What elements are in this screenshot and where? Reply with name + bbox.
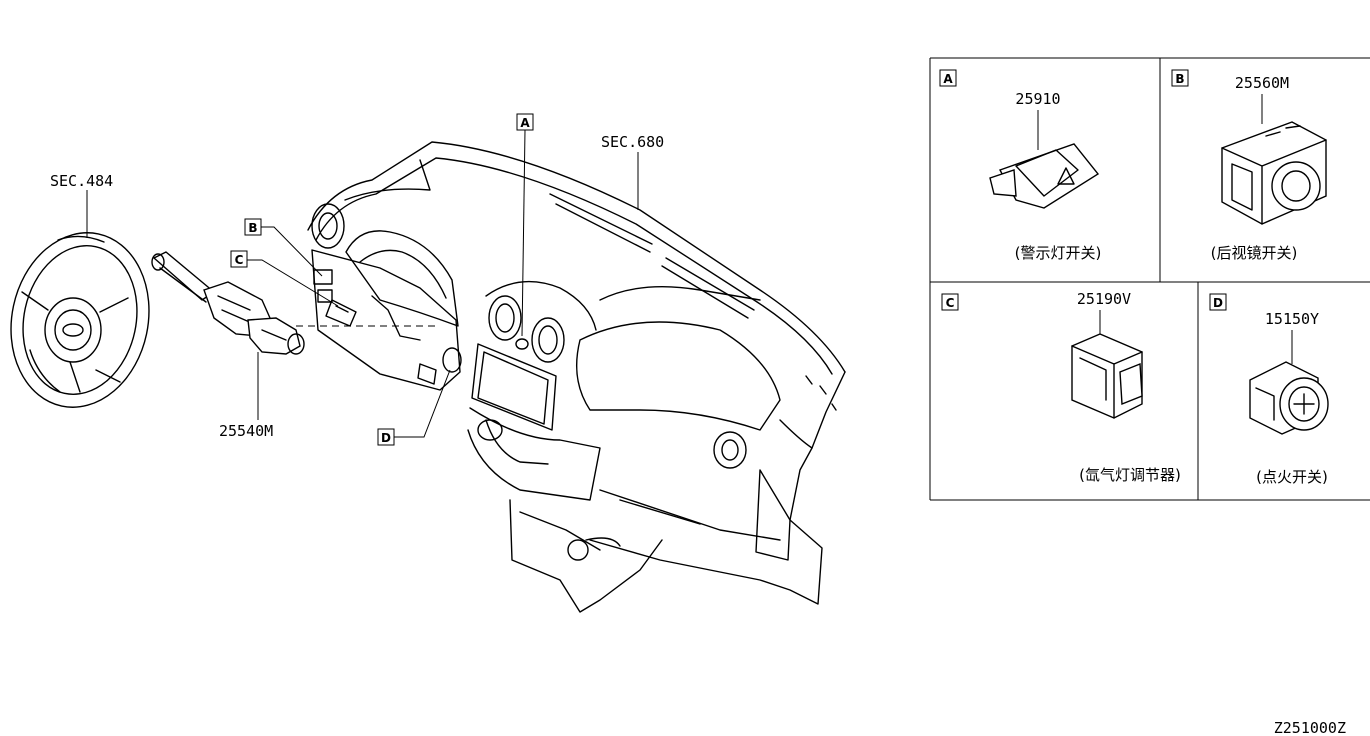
leader-callout-c [247, 259, 339, 307]
panel-b-caption: (后视镜开关) [1211, 244, 1298, 262]
mirror-switch-drawing [1221, 121, 1327, 225]
combination-switch-part-number: 25540M [219, 422, 273, 440]
hazard-switch-drawing [989, 143, 1100, 209]
leader-callout-a [521, 129, 526, 337]
dashboard-drawing [307, 141, 846, 613]
combination-switch-drawing [151, 251, 305, 355]
panel-d-letter: D [1213, 296, 1223, 310]
panel-c-part-number: 25190V [1077, 290, 1131, 308]
panel-b-letter: B [1175, 72, 1184, 86]
panel-c-letter: C [946, 296, 955, 310]
panel-a: A 25910 (警示灯开关) [939, 69, 1102, 262]
panel-d-caption: (点火开关) [1256, 468, 1328, 486]
panel-a-part-number: 25910 [1015, 90, 1060, 108]
panel-d: D 15150Y (点火开关) [1209, 293, 1329, 486]
panel-a-caption: (警示灯开关) [1015, 244, 1102, 262]
panel-c: C 25190V (氙气灯调节器) [941, 290, 1181, 484]
callout-c-box [230, 250, 248, 268]
panel-b: B 25560M (后视镜开关) [1171, 69, 1327, 262]
panel-c-caption: (氙气灯调节器) [1079, 466, 1181, 484]
panel-d-part-number: 15150Y [1265, 310, 1319, 328]
panel-b-part-number: 25560M [1235, 74, 1289, 92]
callout-c-letter: C [235, 253, 244, 267]
ignition-switch-drawing [1249, 361, 1329, 435]
panel-a-letter: A [943, 72, 953, 86]
callout-b-letter: B [248, 221, 257, 235]
leader-callout-b [261, 226, 323, 277]
callout-a-letter: A [520, 116, 530, 130]
diagram-code-label: Z251000Z [1274, 719, 1346, 736]
headlamp-leveler-drawing [1071, 333, 1143, 419]
leader-callout-d [394, 369, 451, 438]
sec-484-label: SEC.484 [50, 172, 113, 190]
callout-d-letter: D [381, 431, 391, 445]
sec-680-label: SEC.680 [601, 133, 664, 151]
detail-panels-grid [929, 57, 1370, 501]
steering-wheel-drawing [10, 232, 150, 408]
